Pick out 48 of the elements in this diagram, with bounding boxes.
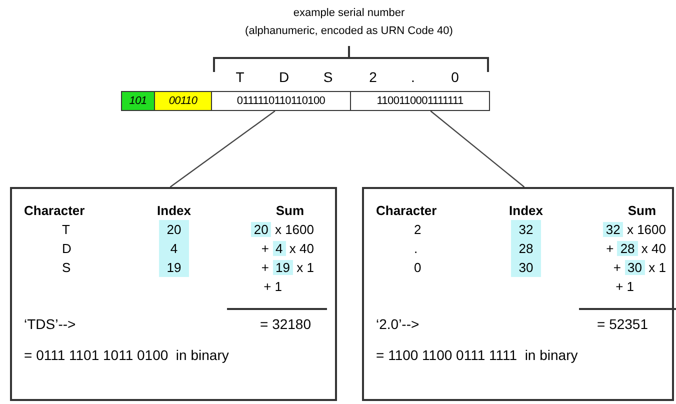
character-cell-text: D — [61, 240, 72, 258]
character-cell-text: T — [61, 221, 70, 239]
sum-cell-text: + 4 x 40 — [261, 240, 315, 258]
index-cell: 30 — [511, 258, 541, 277]
result-label: ‘TDS’--> — [24, 315, 76, 334]
sum-cell-text: + 1 — [616, 278, 635, 296]
character-cell-text: 2 — [413, 221, 422, 239]
result-value: = 52351 — [597, 315, 648, 334]
column-header: Index — [509, 202, 543, 220]
bit-field: 00110 — [154, 91, 212, 111]
character-label: T — [236, 68, 244, 86]
caption-text: example serial number — [293, 6, 405, 21]
index-cell: 20 — [159, 220, 189, 239]
result-value: = 32180 — [260, 315, 311, 334]
sum-cell-text: + 19 x 1 — [261, 259, 315, 277]
binary-result: = 0111 1101 1011 0100 in binary — [24, 346, 229, 365]
character-label: 0 — [451, 68, 459, 86]
table-panel — [10, 187, 337, 401]
column-header: Character — [375, 202, 437, 220]
column-header: Sum — [276, 202, 305, 220]
index-cell: 4 — [159, 239, 189, 258]
bit-field: 101 — [121, 91, 155, 111]
bit-field: 0111110110110100 — [211, 91, 351, 111]
index-cell: 32 — [511, 220, 541, 239]
bit-field: 1100110001111111 — [350, 91, 490, 111]
sum-cell: 20 x 1600 — [250, 220, 316, 239]
character-label: S — [323, 68, 333, 86]
sum-cell-text: + 1 — [264, 278, 283, 296]
character-label: . — [411, 68, 415, 86]
character-label: 2 — [369, 68, 377, 86]
character-cell-text: . — [413, 240, 418, 258]
index-cell: 19 — [159, 258, 189, 277]
character-cell-text: S — [61, 259, 71, 277]
character-label: D — [278, 68, 290, 86]
result-label: ‘2.0’--> — [376, 315, 420, 334]
binary-result: = 1100 1100 0111 1111 in binary — [376, 346, 578, 365]
column-header: Index — [157, 202, 191, 220]
column-header: Sum — [628, 202, 657, 220]
column-header: Character — [23, 202, 85, 220]
connector-line — [430, 110, 525, 188]
table-panel — [362, 187, 674, 401]
caption-text: (alphanumeric, encoded as URN Code 40) — [245, 24, 453, 39]
sum-cell-text: + 30 x 1 — [613, 259, 667, 277]
sum-cell: 32 x 1600 — [602, 220, 668, 239]
sum-cell-text: + 28 x 40 — [606, 240, 667, 258]
index-cell: 28 — [511, 239, 541, 258]
connector-line — [170, 110, 276, 188]
character-cell-text: 0 — [413, 259, 422, 277]
